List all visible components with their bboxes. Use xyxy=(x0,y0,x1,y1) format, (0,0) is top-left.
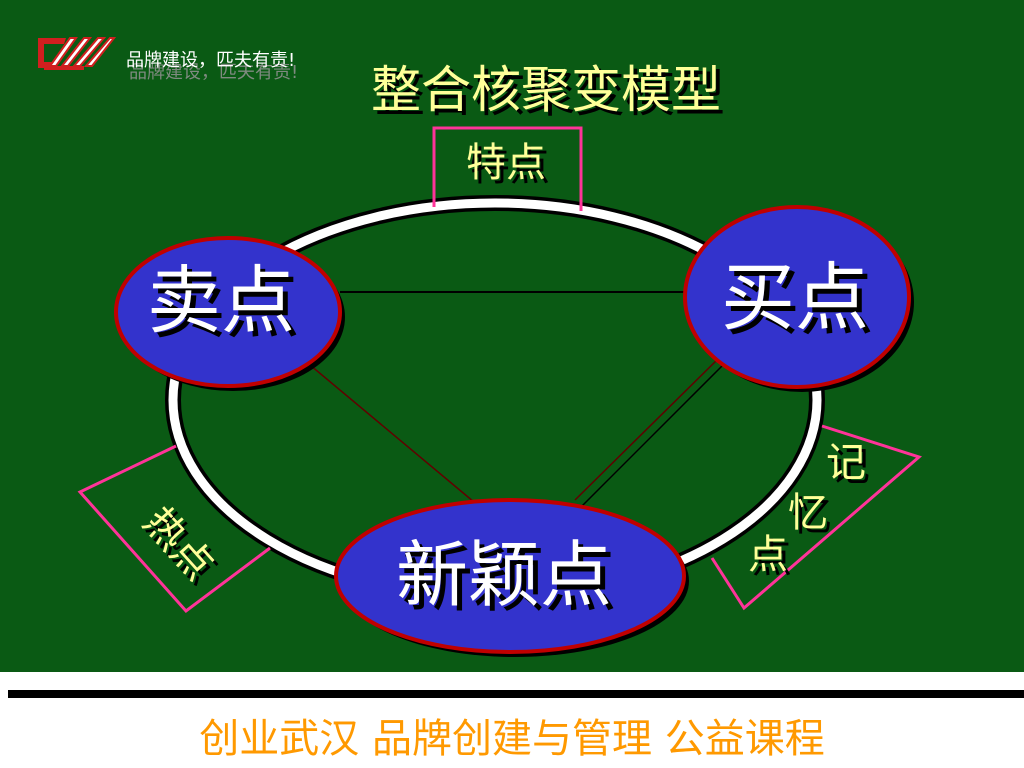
tag-feature-shadow: 特点 xyxy=(470,144,550,190)
tag-memory-char-2: 忆 xyxy=(788,490,828,536)
node-novel-point-label: 新颖点 xyxy=(396,533,612,617)
node-sell-point: 卖点 卖点 xyxy=(114,236,345,391)
node-buy-point-label: 买点 xyxy=(721,255,869,341)
fusion-model-diagram: 特点 特点 热点 热点 记 记 忆 忆 点 点 卖点 卖点 买点 买点 xyxy=(77,126,923,657)
slide-title: 整合核聚变模型 xyxy=(371,61,721,119)
node-buy-point-shadow: 买点 xyxy=(726,260,874,346)
link-sell-novel xyxy=(309,364,481,508)
company-logo-icon xyxy=(38,37,116,70)
brand-slogan-shadow: 品牌建设，匹夫有责! xyxy=(129,62,299,83)
node-buy-point: 买点 买点 xyxy=(683,205,914,392)
node-novel-point-shadow: 新颖点 xyxy=(401,538,617,622)
tag-memory-frame xyxy=(710,424,923,611)
node-novel-point: 新颖点 新颖点 xyxy=(334,498,689,657)
tag-memory-char-3: 点 xyxy=(748,532,788,578)
tag-memory-char-3-shadow: 点 xyxy=(752,536,792,582)
footer-divider-light xyxy=(0,672,1024,682)
tag-memory-char-2-shadow: 忆 xyxy=(792,494,832,540)
slide-canvas: 品牌建设，匹夫有责! 品牌建设，匹夫有责! 整合核聚变模型 特点 特点 热点 热… xyxy=(0,0,1024,672)
tag-memory-char-1: 记 xyxy=(826,440,866,486)
footer-divider xyxy=(8,690,1024,698)
link-buy-novel-b xyxy=(579,361,727,509)
node-sell-point-shadow: 卖点 xyxy=(152,263,300,349)
link-buy-novel-a xyxy=(574,354,723,501)
tag-feature-frame xyxy=(432,126,583,211)
node-sell-point-label: 卖点 xyxy=(147,258,295,344)
tag-feature: 特点 xyxy=(466,140,546,186)
tag-hot-frame xyxy=(77,444,271,614)
brand-slogan: 品牌建设，匹夫有责! xyxy=(126,50,296,71)
tag-memory-char-1-shadow: 记 xyxy=(830,444,870,490)
footer-course-title: 创业武汉 品牌创建与管理 公益课程 xyxy=(199,716,825,762)
